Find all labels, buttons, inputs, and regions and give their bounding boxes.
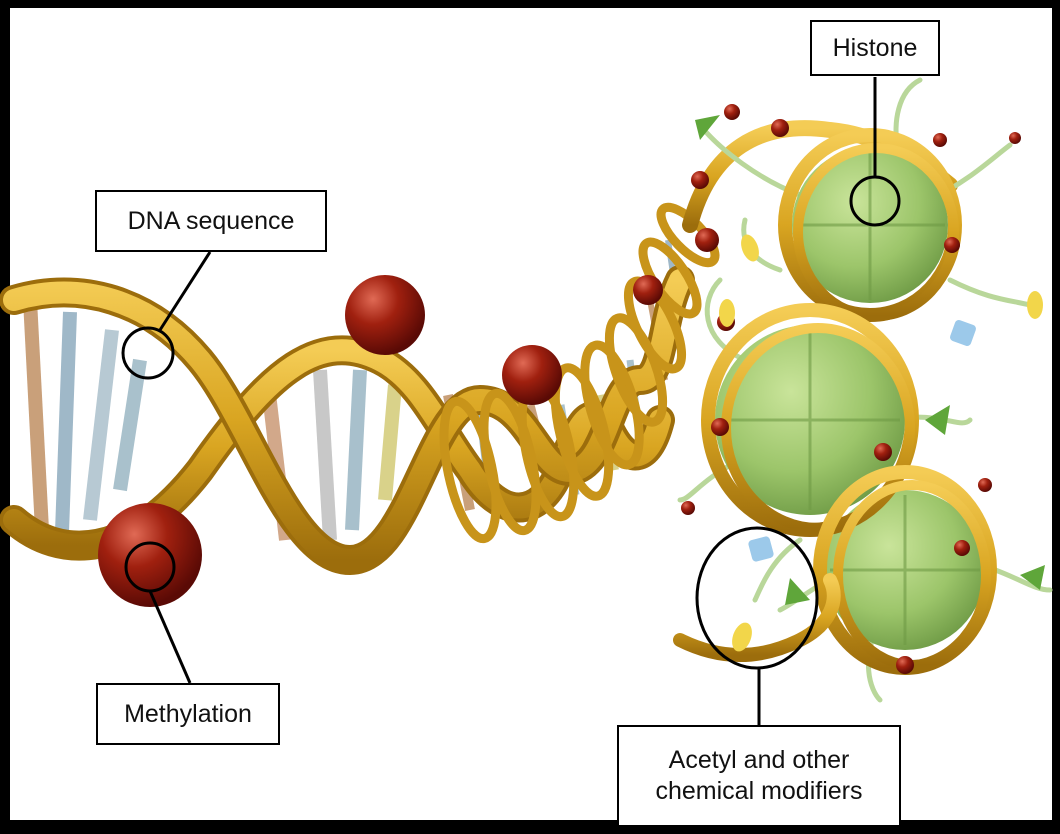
dna-sequence-label: DNA sequence xyxy=(95,190,327,252)
methyl-group-medium xyxy=(502,345,562,405)
methylation-label-text: Methylation xyxy=(124,699,252,730)
dna-sequence-label-text: DNA sequence xyxy=(128,206,295,237)
methyl-group-large xyxy=(345,275,425,355)
histone-label: Histone xyxy=(810,20,940,76)
histone-label-text: Histone xyxy=(833,33,918,64)
methylation-label: Methylation xyxy=(96,683,280,745)
acetyl-label-line1: Acetyl and other xyxy=(669,745,850,776)
acetyl-modifiers-label: Acetyl and other chemical modifiers xyxy=(617,725,901,827)
acetyl-label-line2: chemical modifiers xyxy=(655,776,862,807)
